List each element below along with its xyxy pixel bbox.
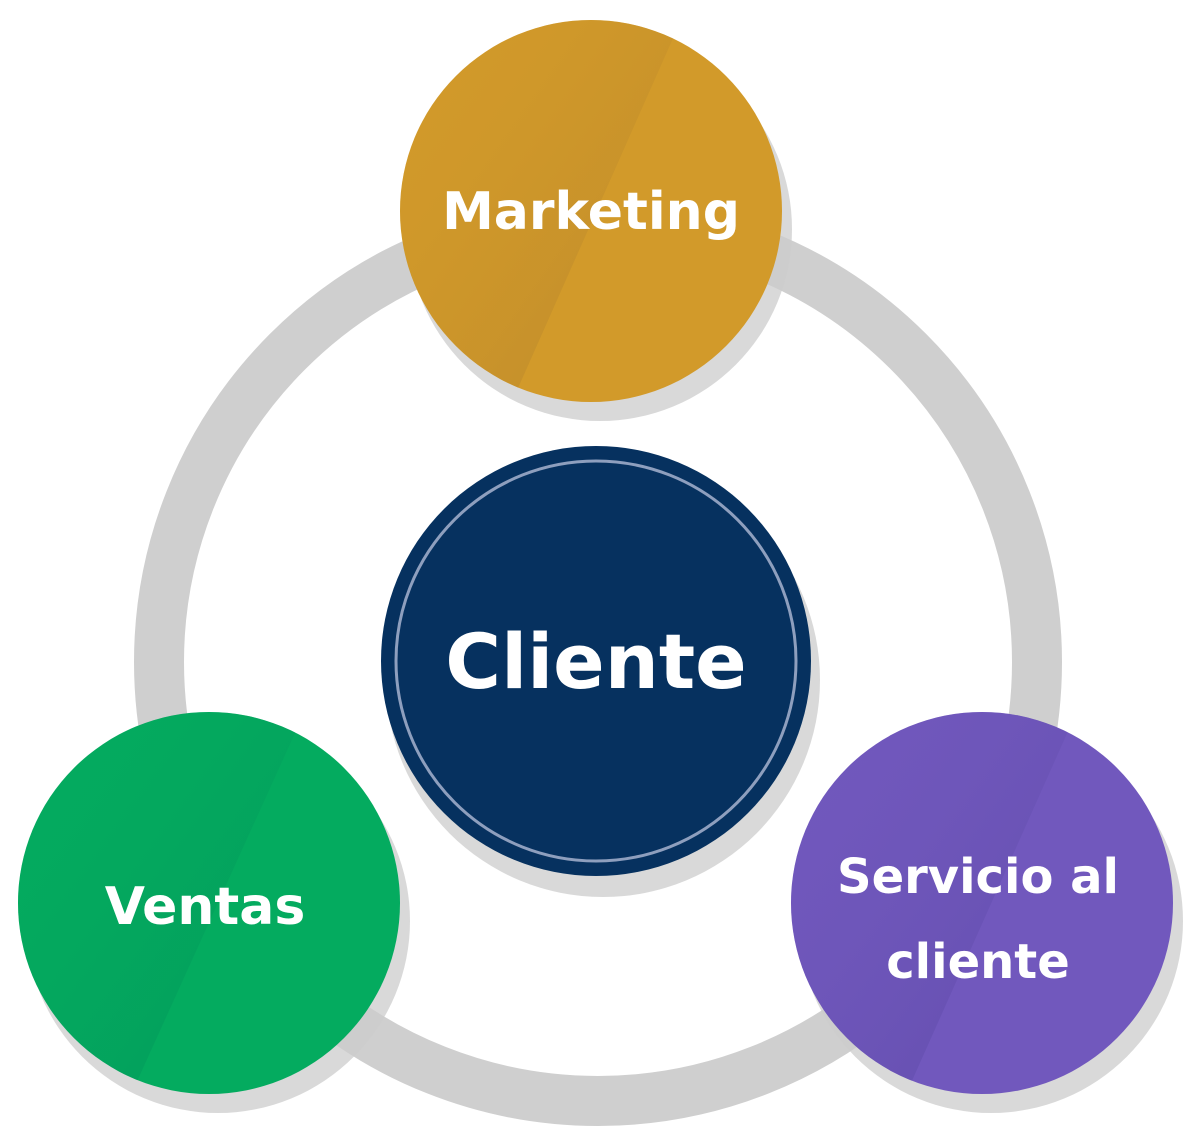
center-node-circle: [381, 446, 811, 876]
node-servicio-label-line2: cliente: [886, 934, 1070, 990]
node-servicio-label-line1: Servicio al: [837, 849, 1119, 905]
node-ventas-shade: [18, 712, 310, 1094]
node-servicio-al-cliente: Servicio al cliente: [791, 712, 1183, 1113]
node-servicio-shade: [791, 712, 1082, 1094]
center-node-inner-ring: [394, 459, 798, 863]
node-ventas-label: Ventas: [105, 877, 306, 937]
node-ventas: Ventas: [18, 712, 410, 1113]
node-marketing-shade: [400, 20, 690, 402]
center-node-cliente: Cliente: [381, 446, 820, 897]
node-marketing: Marketing: [400, 20, 792, 421]
center-node-label: Cliente: [445, 617, 746, 706]
node-marketing-label: Marketing: [442, 182, 740, 242]
